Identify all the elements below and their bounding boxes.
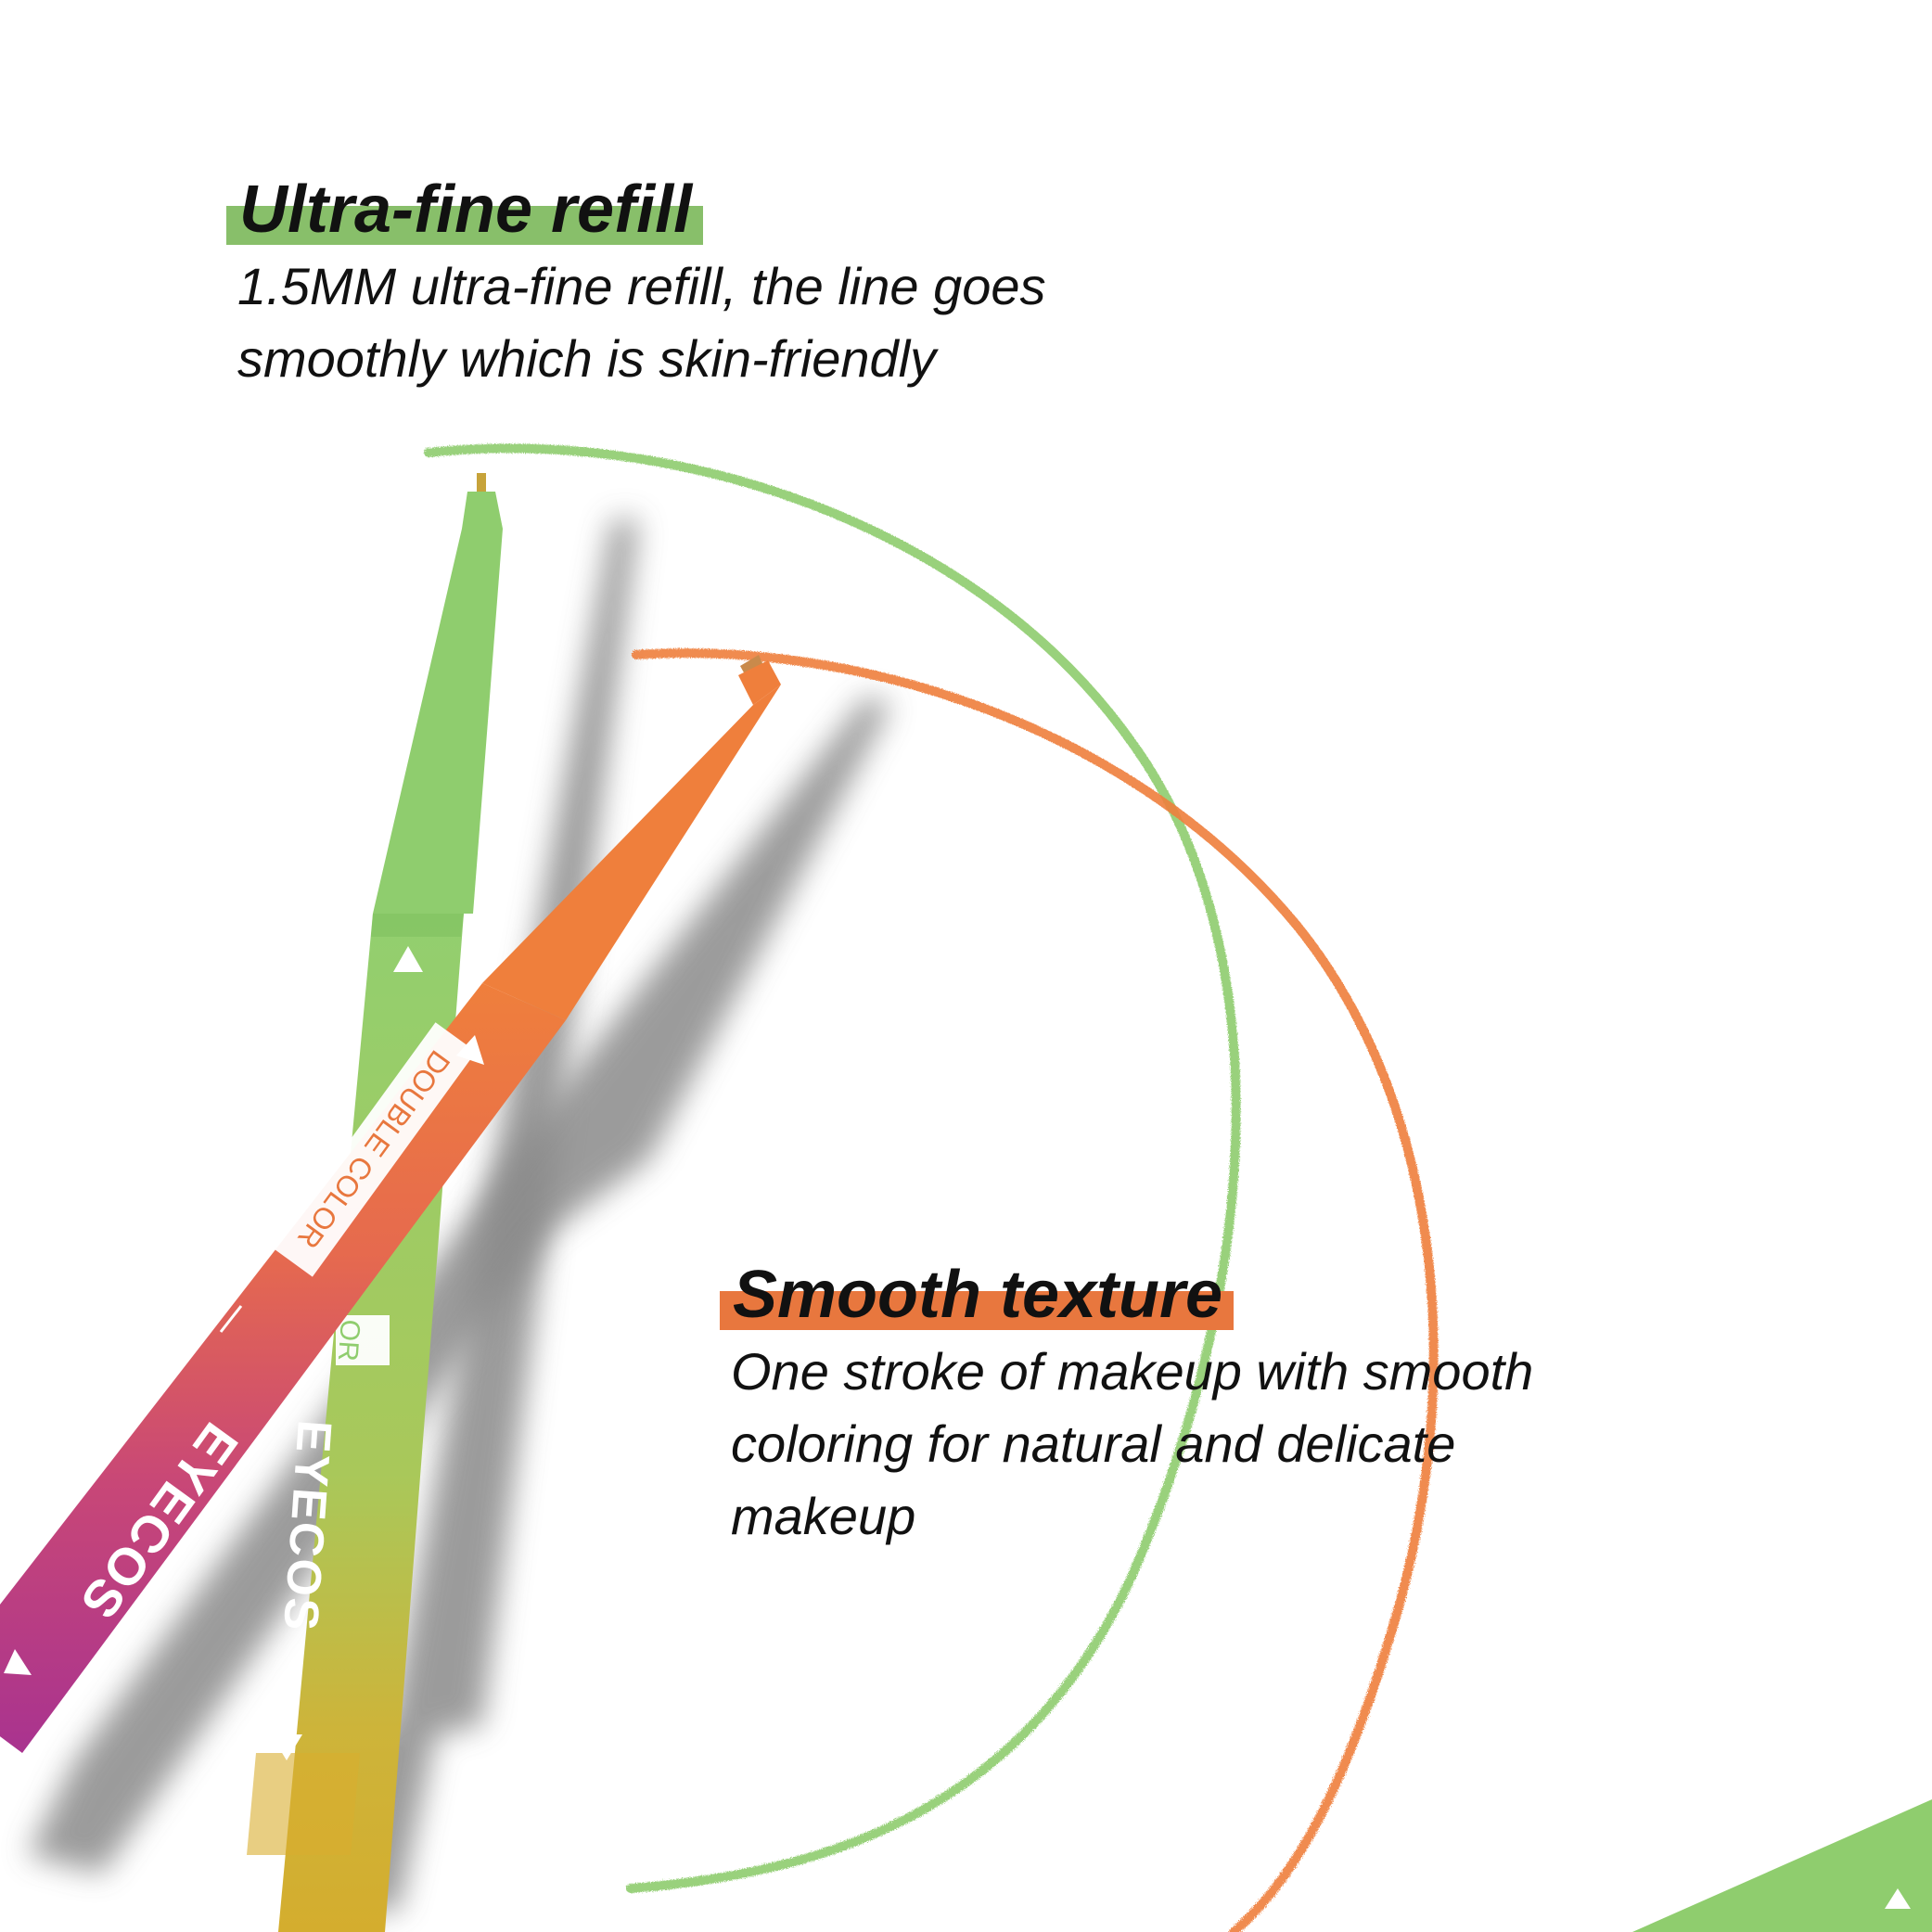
arrow-up-icon bbox=[1885, 1888, 1911, 1909]
feature-title-text: Smooth texture bbox=[733, 1258, 1223, 1332]
green-pencil-corner bbox=[1632, 1799, 1932, 1932]
arrow-up-icon bbox=[393, 946, 423, 972]
pencil-shadow-back bbox=[315, 519, 638, 1911]
arrow-down-icon bbox=[4, 1649, 32, 1675]
feature-title: Ultra-fine refill bbox=[226, 173, 704, 247]
feature-description: 1.5MM ultra-fine refill, the line goes s… bbox=[237, 250, 1046, 395]
feature-description-line: One stroke of makeup with smooth bbox=[731, 1342, 1534, 1401]
feature-description: One stroke of makeup with smooth colorin… bbox=[731, 1336, 1533, 1553]
feature-description-line: coloring for natural and delicate bbox=[731, 1414, 1456, 1473]
feature-title-text: Ultra-fine refill bbox=[239, 173, 693, 247]
feature-smooth-texture: Smooth texture One stroke of makeup with… bbox=[720, 1258, 1533, 1553]
arrow-down-icon bbox=[271, 1734, 302, 1760]
feature-description-line: makeup bbox=[731, 1487, 916, 1545]
feature-description-line: 1.5MM ultra-fine refill, the line goes bbox=[237, 257, 1046, 315]
feature-description-line: smoothly which is skin-friendly bbox=[237, 329, 937, 388]
feature-title: Smooth texture bbox=[720, 1258, 1235, 1332]
pencil-shadow-front bbox=[28, 696, 890, 1874]
orange-stroke bbox=[632, 648, 1439, 1932]
feature-ultra-fine-refill: Ultra-fine refill 1.5MM ultra-fine refil… bbox=[226, 173, 1046, 395]
green-stroke bbox=[424, 443, 1241, 1893]
